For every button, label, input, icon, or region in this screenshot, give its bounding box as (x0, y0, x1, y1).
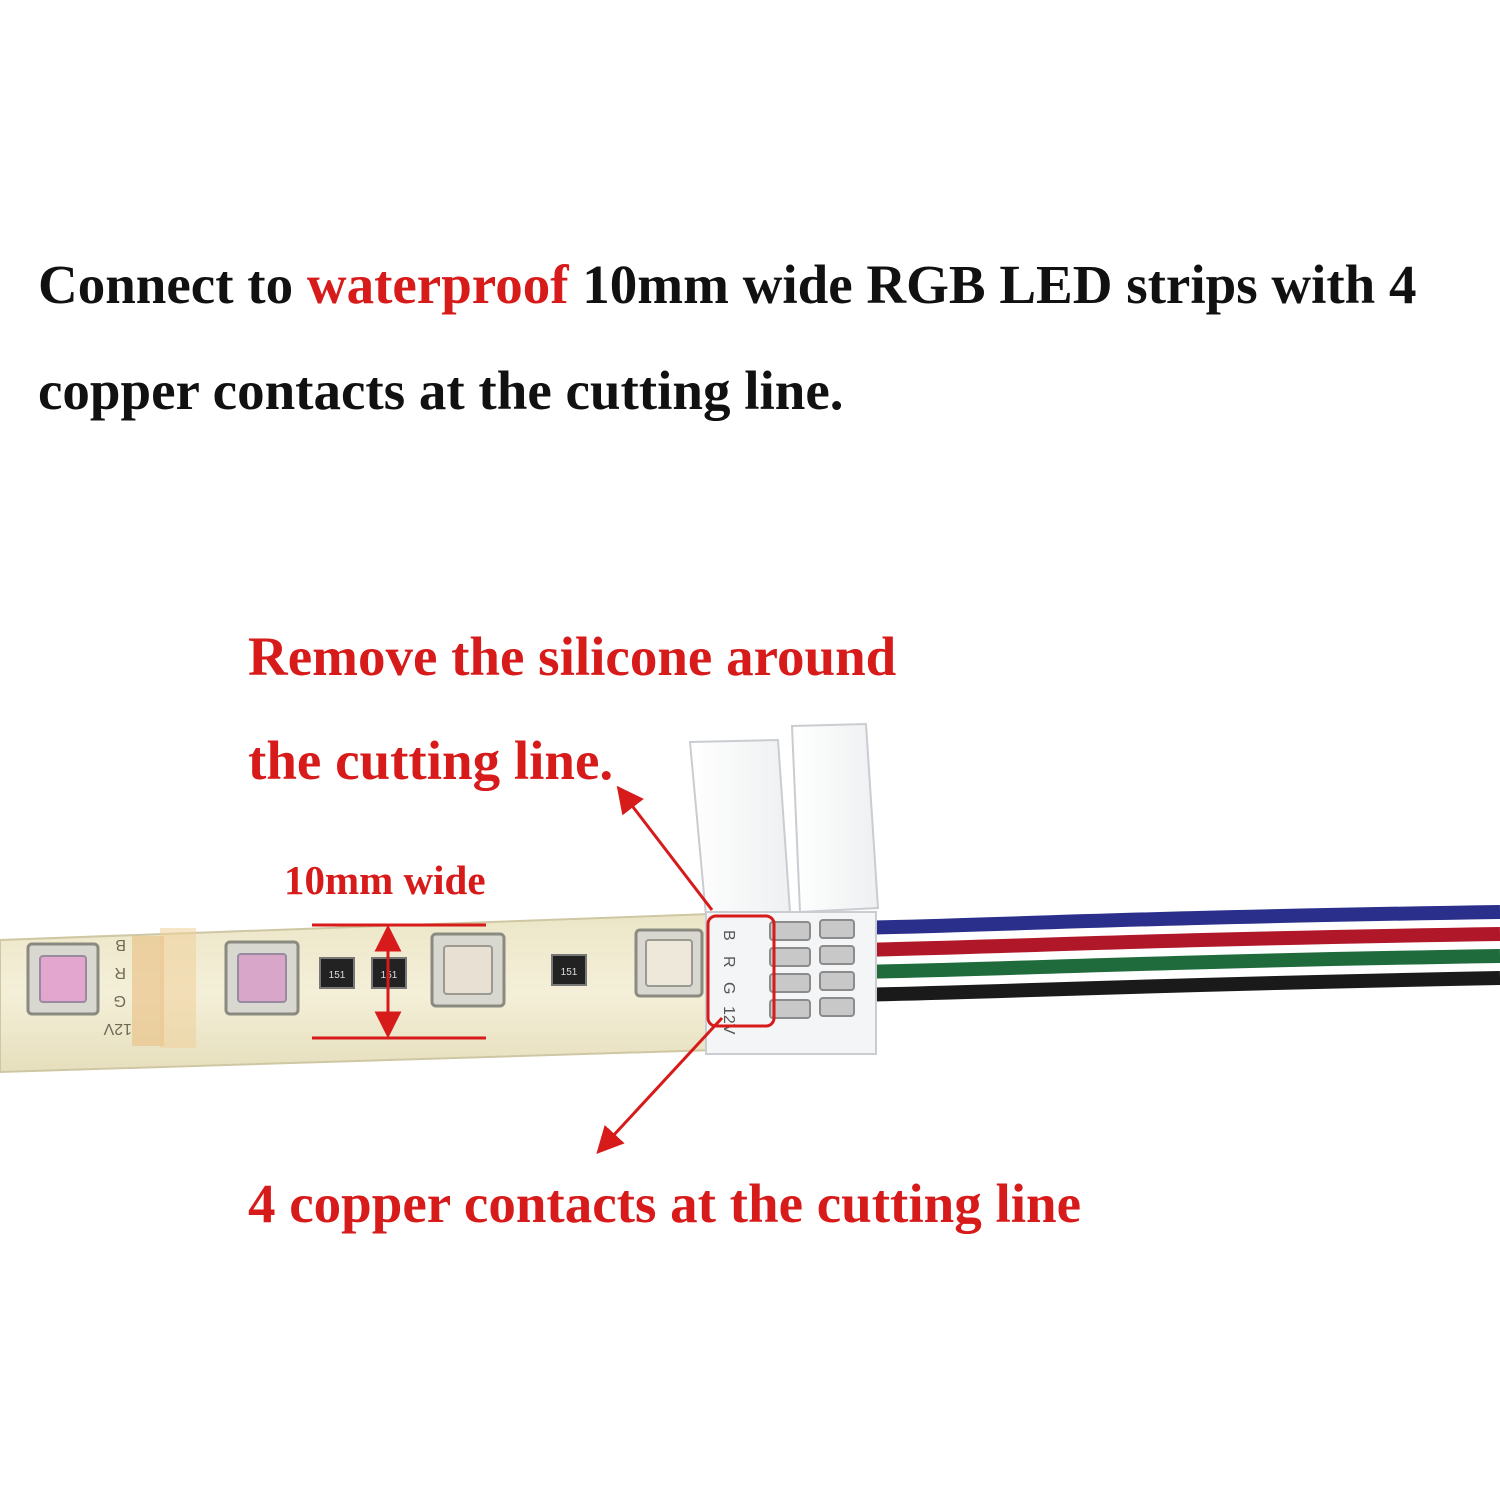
callout-width: 10mm wide (284, 857, 486, 903)
clip-label-g: G (720, 982, 737, 994)
clip-label-b: B (720, 930, 737, 941)
callout-silicone-line-1: Remove the silicone around (248, 626, 897, 687)
width-measurement (312, 923, 486, 1040)
smd-led-1 (26, 942, 100, 1016)
cutting-line-highlight (706, 914, 776, 1028)
headline-accent: waterproof (306, 254, 569, 315)
pad-label-g: G (114, 992, 126, 1009)
silicone-cut-edge (160, 928, 196, 1048)
headline-part-1: Connect to (38, 254, 307, 315)
led-strip: 151 151 151 B R G 12V (0, 912, 717, 1074)
pad-label-r: R (114, 964, 126, 981)
connector-clip: B R G 12V (688, 722, 880, 1055)
copper-pad-strip (132, 936, 164, 1046)
resistor-1: 151 (319, 957, 355, 989)
smd-led-4 (634, 928, 704, 998)
resistor-label-1: 151 (329, 970, 346, 981)
clip-label-r: R (720, 956, 737, 968)
wire-black (849, 971, 1500, 1002)
pad-label-b: B (115, 936, 126, 953)
clip-pad-labels: B R G 12V (720, 930, 737, 1035)
arrow-to-contacts-callout (596, 1016, 724, 1154)
wire-green (849, 949, 1500, 979)
clip-lid-right (790, 722, 880, 914)
wire-bundle (849, 905, 1500, 1002)
headline: Connect to waterproof 10mm wide RGB LED … (38, 232, 1478, 444)
arrow-to-silicone-callout (616, 785, 714, 911)
wire-red (849, 927, 1500, 957)
headline-part-2: 10mm wide RGB LED strips with 4 copper c… (38, 254, 1417, 421)
clip-label-12v: 12V (720, 1006, 737, 1035)
strip-pad-labels: B R G 12V (103, 936, 132, 1037)
pad-label-12v: 12V (103, 1020, 132, 1037)
wire-blue (849, 905, 1500, 935)
smd-led-3 (430, 932, 506, 1008)
callout-silicone-line-2: the cutting line. (248, 730, 614, 791)
clip-pins (769, 919, 855, 1019)
resistor-3: 151 (551, 954, 587, 986)
smd-led-2 (224, 940, 300, 1016)
strip-body (0, 912, 717, 1074)
resistor-label-3: 151 (561, 967, 578, 978)
callout-copper-contacts: 4 copper contacts at the cutting line (248, 1173, 1082, 1234)
callout-remove-silicone: Remove the silicone around the cutting li… (248, 605, 1008, 813)
